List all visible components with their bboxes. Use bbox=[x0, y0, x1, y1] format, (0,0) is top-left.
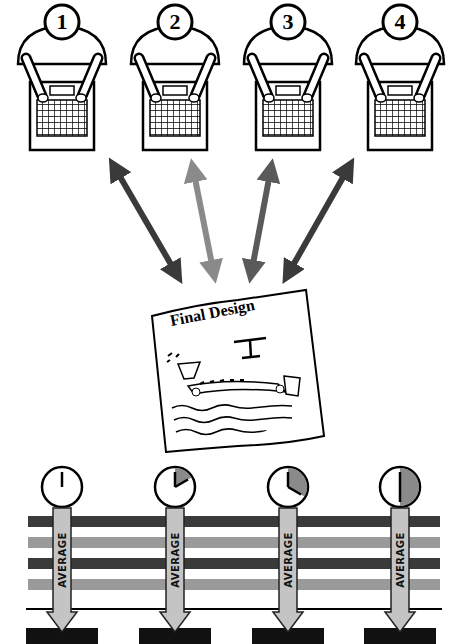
clock bbox=[155, 467, 195, 507]
numbered-person: 3 bbox=[238, 2, 338, 152]
double-arrow bbox=[287, 166, 349, 276]
average-arrow bbox=[160, 508, 190, 632]
double-arrow bbox=[114, 166, 178, 276]
data-bar bbox=[28, 516, 440, 527]
base-line bbox=[26, 608, 442, 610]
clock bbox=[268, 467, 308, 507]
callout-number: 1 bbox=[48, 8, 76, 36]
average-label: AVERAGE bbox=[283, 532, 294, 588]
clock bbox=[380, 467, 420, 507]
average-arrow bbox=[273, 508, 303, 632]
double-arrow bbox=[193, 168, 214, 275]
numbered-person: 1 bbox=[12, 2, 112, 152]
data-bar bbox=[28, 558, 440, 569]
double-arrow bbox=[251, 168, 271, 274]
average-label: AVERAGE bbox=[395, 532, 406, 588]
final-design-paper: Final Design bbox=[138, 286, 328, 456]
data-bar bbox=[28, 579, 440, 590]
average-arrow bbox=[47, 508, 77, 632]
average-arrow bbox=[385, 508, 415, 632]
numbered-person: 4 bbox=[350, 2, 450, 152]
average-label: AVERAGE bbox=[57, 532, 68, 588]
callout-number: 3 bbox=[274, 8, 302, 36]
callout-number: 2 bbox=[161, 8, 189, 36]
data-bar bbox=[28, 537, 440, 548]
clock bbox=[42, 467, 82, 507]
average-label: AVERAGE bbox=[170, 532, 181, 588]
callout-number: 4 bbox=[386, 8, 414, 36]
numbered-person: 2 bbox=[125, 2, 225, 152]
